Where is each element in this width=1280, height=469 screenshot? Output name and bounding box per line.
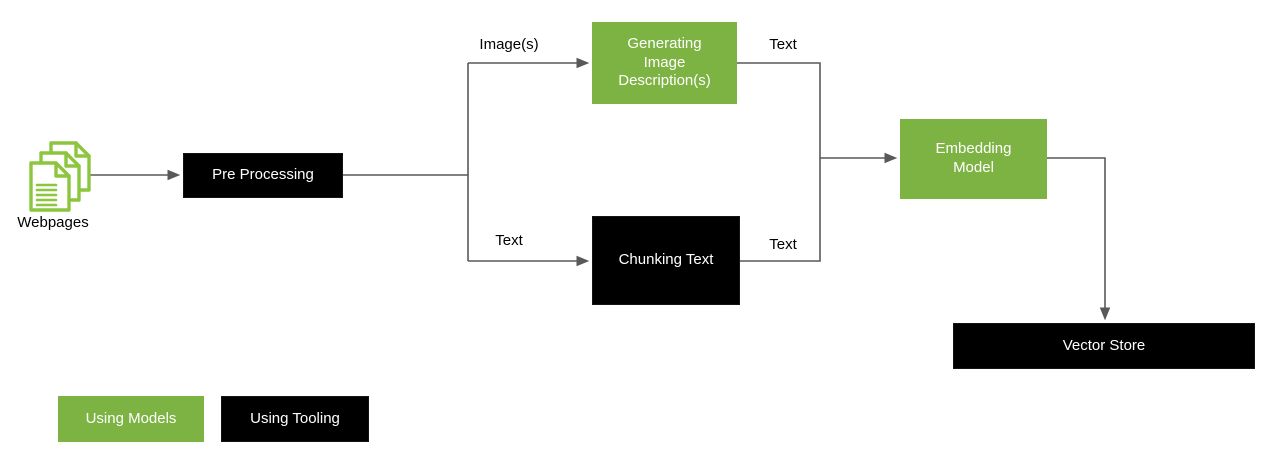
- edge-label-generating-out-text: Text: [769, 36, 797, 53]
- edge-label-chunking-out-text: Text: [769, 236, 797, 253]
- edge-chunking-merge: [740, 158, 821, 262]
- edge-generating-merge: [736, 62, 821, 158]
- edge-embedding-vectorstore: [1047, 157, 1105, 318]
- webpages-documents-icon: [29, 141, 91, 212]
- legend-using-models-label: Using Models: [85, 409, 177, 427]
- node-chunking-text-label: Chunking Text: [618, 251, 714, 269]
- edge-label-images: Image(s): [479, 36, 539, 53]
- node-generating-line1: Generating: [627, 34, 702, 52]
- node-vector-store-label: Vector Store: [1062, 336, 1146, 354]
- node-pre-processing-label: Pre Processing: [212, 166, 314, 184]
- node-generating-line2: Image: [643, 53, 686, 71]
- node-pre-processing: Pre Processing: [183, 153, 343, 198]
- node-generating-line3: Description(s): [618, 72, 711, 90]
- webpages-label: Webpages: [17, 214, 89, 231]
- legend-using-tooling: Using Tooling: [221, 396, 369, 442]
- node-embedding-model: Embedding Model: [900, 119, 1047, 199]
- node-vector-store: Vector Store: [953, 323, 1255, 369]
- legend-using-tooling-label: Using Tooling: [250, 409, 340, 427]
- node-generating-image-descriptions: Generating Image Description(s): [592, 22, 737, 104]
- edge-label-text-branch: Text: [495, 232, 523, 249]
- legend-using-models: Using Models: [58, 396, 204, 442]
- node-embedding-line2: Model: [953, 159, 994, 176]
- node-chunking-text: Chunking Text: [592, 216, 740, 305]
- node-embedding-line1: Embedding: [935, 140, 1012, 158]
